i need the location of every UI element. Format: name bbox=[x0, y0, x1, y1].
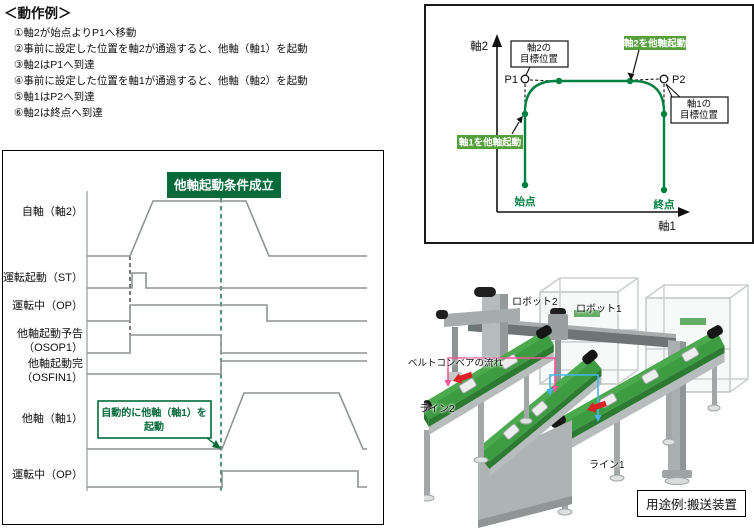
flow-arrow-line1-icon bbox=[587, 400, 607, 413]
cyan-down-arrow-icon bbox=[546, 389, 554, 396]
workpiece bbox=[531, 400, 548, 417]
waveform-own-axis bbox=[87, 200, 367, 257]
operation-steps: ①軸2が始点よりP1へ移動 ②事前に設定した位置を軸2が通過すると、他軸（軸1）… bbox=[4, 25, 404, 121]
start-point-label: 始点 bbox=[515, 195, 536, 208]
label-osfin1-line1: 他軸起動完 bbox=[28, 356, 83, 370]
operation-step-3: ③軸2はP1へ到達 bbox=[14, 59, 95, 71]
p1-target-point bbox=[520, 74, 530, 84]
robot1-label: ロボット1 bbox=[576, 304, 622, 315]
axis2-target-box bbox=[510, 40, 569, 68]
roller-cap bbox=[707, 325, 723, 339]
workpiece bbox=[641, 368, 660, 385]
robot2-label: ロボット2 bbox=[512, 297, 558, 308]
motion-path bbox=[523, 79, 666, 190]
badge-axis2-arrow-icon bbox=[627, 72, 635, 80]
motion-path-points bbox=[521, 77, 668, 194]
axis-path-graph: 軸2 軸1 P1 P2 軸2の 目標位置 bbox=[457, 34, 729, 233]
operation-title: ＜動作例＞ bbox=[4, 6, 72, 21]
pink-down-arrow-icon bbox=[551, 386, 559, 393]
waveform-other-axis bbox=[87, 392, 367, 450]
condition-badge bbox=[167, 172, 281, 198]
workpiece bbox=[681, 346, 700, 363]
badge-axis1 bbox=[457, 135, 523, 149]
axis2-target-pointer bbox=[525, 66, 531, 76]
label-op2: 運転中（OP） bbox=[12, 468, 83, 481]
transfer-path-cyan bbox=[546, 374, 602, 422]
axis2-target-line1: 軸2の bbox=[527, 42, 551, 54]
badge-axis2 bbox=[624, 36, 686, 50]
badge-axis1-label: 軸1を他軸起動 bbox=[459, 137, 522, 149]
operation-step-5: ⑤軸1はP2へ到達 bbox=[14, 91, 95, 103]
waveform-osop1 bbox=[87, 334, 367, 354]
robot2-cap bbox=[474, 287, 496, 297]
operation-step-2: ②事前に設定した位置を軸2が通過すると、他軸（軸1）を起動 bbox=[14, 43, 308, 55]
operation-example: ＜動作例＞ ①軸2が始点よりP1へ移動 ②事前に設定した位置を軸2が通過すると、… bbox=[4, 2, 404, 121]
operation-step-4: ④事前に設定した位置を軸1が通過すると、他軸（軸2）を起動 bbox=[14, 75, 308, 87]
roller-cap bbox=[536, 325, 552, 339]
label-own-axis: 自軸（軸2） bbox=[22, 204, 83, 218]
flow-arrow-line2-icon bbox=[453, 371, 473, 384]
cyan-down-arrow-icon bbox=[594, 415, 602, 422]
axis1-target-line2: 目標位置 bbox=[680, 109, 718, 121]
waveform-st bbox=[87, 272, 367, 289]
y-axis-arrow-icon bbox=[492, 34, 502, 47]
auto-start-note-box bbox=[97, 400, 212, 439]
conveyor-illustration bbox=[416, 250, 754, 528]
axis2-target-line2: 目標位置 bbox=[520, 53, 558, 65]
timing-signal-labels: 自軸（軸2） 運転起動（ST） 運転中（OP） 他軸起動予告 （OSOP1） 他… bbox=[3, 204, 83, 481]
p2-label: P2 bbox=[672, 74, 685, 86]
badge-axis2-arrow-line bbox=[632, 49, 640, 74]
conveyor-scene bbox=[416, 277, 749, 528]
x-axis-label: 軸1 bbox=[658, 219, 676, 233]
line2-label: ライン2 bbox=[419, 404, 455, 415]
timing-waveforms bbox=[87, 200, 367, 488]
note-arrow-icon bbox=[212, 440, 221, 449]
label-op1: 運転中（OP） bbox=[12, 299, 83, 312]
workpiece bbox=[458, 377, 477, 394]
label-osfin1-line2: （OSFIN1） bbox=[21, 371, 83, 384]
waveform-op1 bbox=[87, 304, 367, 322]
axis1-target-box bbox=[670, 96, 729, 124]
roller-cap bbox=[582, 349, 598, 365]
line1-label: ライン1 bbox=[589, 460, 625, 471]
application-caption: 用途例:搬送装置 bbox=[637, 490, 746, 517]
badge-axis1-arrow-icon bbox=[516, 116, 523, 124]
axis-path-graph-panel: 軸2 軸1 P1 P2 軸2の 目標位置 bbox=[424, 4, 754, 244]
auto-start-note-line2: 起動 bbox=[143, 420, 164, 433]
timing-diagram: 他軸起動条件成立 自軸（軸2） 運転起動（ST） 運転中（OP） 他軸起動予告 … bbox=[3, 172, 367, 491]
timing-diagram-panel: 他軸起動条件成立 自軸（軸2） 運転起動（ST） 運転中（OP） 他軸起動予告 … bbox=[2, 150, 384, 525]
conveyor-center bbox=[478, 349, 602, 528]
p1-label: P1 bbox=[505, 74, 518, 86]
label-st: 運転起動（ST） bbox=[3, 270, 83, 284]
auto-start-note-line1: 自動的に他軸（軸1）を bbox=[101, 406, 207, 419]
end-point-label: 終点 bbox=[654, 198, 675, 211]
belt-flow-label: ベルトコンベアの流れ bbox=[408, 358, 504, 369]
x-axis-arrow-icon bbox=[678, 207, 690, 217]
conveyor-line2 bbox=[416, 325, 554, 502]
robot2-arm-cap bbox=[436, 310, 448, 319]
p2-target-point bbox=[659, 74, 669, 84]
condition-badge-label: 他軸起動条件成立 bbox=[173, 178, 275, 193]
y-axis-label: 軸2 bbox=[470, 39, 488, 53]
transfer-path-pink bbox=[444, 357, 559, 393]
waveform-osfin1 bbox=[87, 360, 367, 375]
target-guide-dashes bbox=[524, 78, 665, 109]
workpiece bbox=[502, 423, 520, 440]
label-osop1-line2: （OSOP1） bbox=[23, 341, 83, 354]
operation-step-1: ①軸2が始点よりP1へ移動 bbox=[14, 27, 137, 39]
badge-axis1-arrow-line bbox=[511, 121, 520, 135]
label-osop1-line1: 他軸起動予告 bbox=[17, 326, 83, 340]
pink-down-arrow-icon bbox=[444, 380, 452, 387]
label-other-axis: 他軸（軸1） bbox=[22, 411, 83, 425]
operation-step-6: ⑥軸2は終点へ到達 bbox=[14, 107, 103, 119]
badge-axis2-label: 軸2を他軸起動 bbox=[624, 38, 687, 50]
axis1-target-line1: 軸1の bbox=[687, 98, 711, 110]
waveform-op2 bbox=[87, 470, 367, 488]
